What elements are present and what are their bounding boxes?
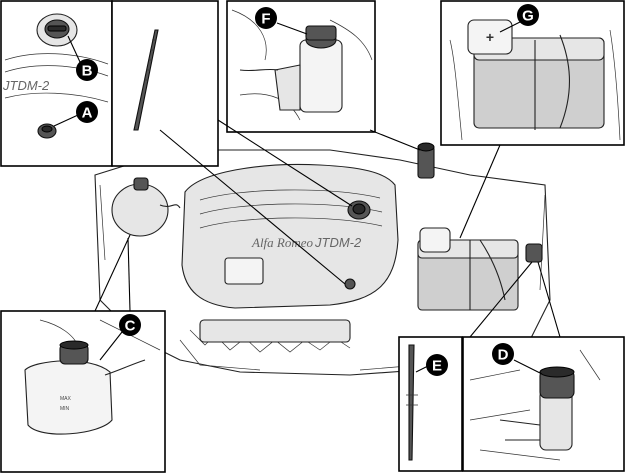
brake-reservoir-f: [299, 39, 343, 113]
coolant-tank-c-min-mark: MIN: [60, 406, 70, 412]
panel-ab-ridge-3: [4, 92, 109, 103]
battery-terminal-cover-main: [419, 227, 451, 253]
panel-c: MAX MIN C: [0, 310, 166, 473]
dipstick-marks: [144, 39, 155, 81]
leader-c: [99, 331, 123, 361]
connector-dipstick-panel: [159, 129, 346, 285]
panel-ab: JTDM-2 B A: [0, 0, 113, 167]
engine-cover-panel: [224, 257, 264, 285]
callout-c: [119, 314, 141, 336]
connector-d-left: [469, 261, 533, 338]
dipstick-handle-main: [344, 278, 356, 290]
callout-c-label: C: [125, 318, 136, 335]
coolant-hose-c: [104, 359, 146, 376]
oil-filler-cap-main-top: [352, 203, 366, 215]
engine-bay-side-lines: [99, 184, 546, 291]
callout-f: [255, 7, 277, 29]
washer-reservoir-d-cap-top: [539, 366, 575, 378]
engine-cover-ridge-1: [199, 189, 381, 201]
connector-d-right: [537, 261, 561, 338]
battery-g-terminal-cover: [467, 19, 513, 55]
callout-a-label: A: [82, 105, 93, 122]
connector-dipstick-to-oilcap: [217, 119, 353, 207]
panel-g-background-lines: [449, 29, 621, 141]
coolant-tank-c-max-mark: MAX: [60, 396, 72, 402]
engine-cover-brand: Alfa Romeo: [251, 235, 314, 250]
coolant-cap-main: [133, 177, 149, 191]
panel-f-background-lines: [231, 9, 373, 121]
leader-e: [415, 365, 429, 373]
brake-master-cylinder-f: [274, 64, 301, 111]
dipstick-end-e-marks: [406, 394, 418, 406]
panel-dipstick-frame: [111, 0, 219, 167]
connector-g-to-battery: [459, 144, 501, 239]
washer-reservoir-d-body: [539, 389, 573, 451]
coolant-tank-c: [24, 360, 113, 435]
brake-reservoir-cap-main: [417, 142, 435, 152]
panel-e: E: [398, 336, 463, 472]
dipstick-handle-a-top: [41, 125, 53, 133]
panel-g: + G: [440, 0, 625, 146]
washer-reservoir-cap-main: [525, 243, 543, 263]
lower-intake: [199, 319, 351, 343]
callout-f-label: F: [261, 11, 270, 28]
connector-c-left: [94, 234, 131, 312]
brake-reservoir-f-cap-body: [305, 25, 337, 41]
panel-d: D: [462, 336, 625, 472]
callout-d-label: D: [498, 347, 509, 364]
leader-d: [513, 359, 543, 375]
callout-e-label: E: [432, 358, 442, 375]
callout-g-label: G: [522, 8, 534, 25]
leader-b: [67, 35, 81, 63]
oil-filler-cap-b-grip: [47, 25, 67, 32]
coolant-tank-main: [111, 183, 169, 237]
callout-d: [492, 343, 514, 365]
callout-e: [426, 354, 448, 376]
callout-b: [76, 59, 98, 81]
callout-g: [517, 4, 539, 26]
leader-a: [53, 114, 79, 127]
panel-ab-ridge-1: [4, 53, 109, 65]
coolant-hose-main: [159, 204, 181, 209]
battery-g-plus-icon: +: [486, 29, 494, 45]
panel-ab-model-text: JTDM-2: [2, 78, 50, 93]
dipstick-end-e: [408, 344, 415, 461]
callout-a: [76, 101, 98, 123]
panel-f: F: [226, 0, 376, 133]
brake-line-f: [239, 68, 279, 72]
battery-g-cable: [559, 34, 570, 129]
leader-f: [276, 22, 308, 35]
engine-cover-model: JTDM-2: [314, 235, 362, 250]
connector-c-right: [127, 237, 131, 312]
battery-cable-main: [479, 239, 506, 301]
callout-b-label: B: [82, 63, 93, 80]
connector-lines: [94, 119, 561, 338]
coolant-cap-c-top: [59, 340, 89, 350]
connector-f-to-brake-reservoir: [369, 129, 421, 151]
engine-cover-ridge-3: [199, 217, 383, 229]
leader-g: [499, 21, 521, 33]
panel-d-background-lines: [469, 349, 601, 461]
washer-reservoir-d-hoses: [499, 419, 541, 441]
panel-dipstick: [111, 0, 219, 167]
